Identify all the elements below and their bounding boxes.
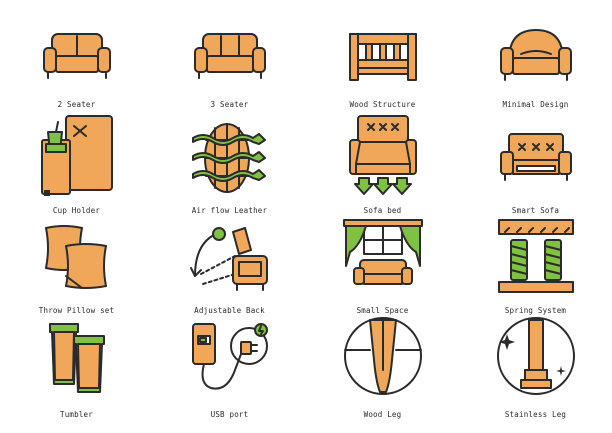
throw-pillow-icon	[45, 225, 107, 289]
icon-label: Spring System	[504, 306, 567, 315]
sofa-bed-icon	[349, 115, 417, 195]
tumbler-icon	[49, 323, 105, 393]
icon-label: Minimal Design	[502, 100, 569, 109]
wood-structure-icon	[349, 33, 417, 81]
icon-label: Sofa bed	[363, 206, 402, 215]
icon-label: 2 Seater	[57, 100, 96, 109]
wood-leg-icon	[344, 317, 422, 395]
three-seater-sofa-icon	[194, 33, 266, 79]
minimal-design-sofa-icon	[500, 29, 572, 81]
icon-label: Cup Holder	[52, 206, 101, 215]
icon-label: Adjustable Back	[194, 306, 265, 315]
icon-label: Smart Sofa	[511, 206, 560, 215]
cup-holder-icon	[41, 115, 113, 196]
air-flow-leather-icon	[192, 123, 266, 193]
stainless-leg-icon	[497, 317, 575, 395]
icon-label: Wood Structure	[349, 100, 416, 109]
small-space-icon	[343, 219, 423, 285]
icon-label: 3 Seater	[210, 100, 249, 109]
icon-label: USB port	[210, 410, 249, 419]
icon-label: Throw Pillow set	[38, 306, 115, 315]
two-seater-sofa-icon	[43, 33, 111, 79]
icon-label: Small Space	[356, 306, 409, 315]
smart-sofa-icon	[500, 133, 572, 181]
icon-label: Air flow Leather	[191, 206, 268, 215]
spring-system-icon	[498, 219, 574, 293]
icon-label: Tumbler	[59, 410, 93, 419]
icon-label: Stainless Leg	[504, 410, 567, 419]
icon-label: Wood Leg	[363, 410, 402, 419]
adjustable-back-icon	[190, 227, 268, 291]
usb-port-icon	[192, 323, 268, 390]
